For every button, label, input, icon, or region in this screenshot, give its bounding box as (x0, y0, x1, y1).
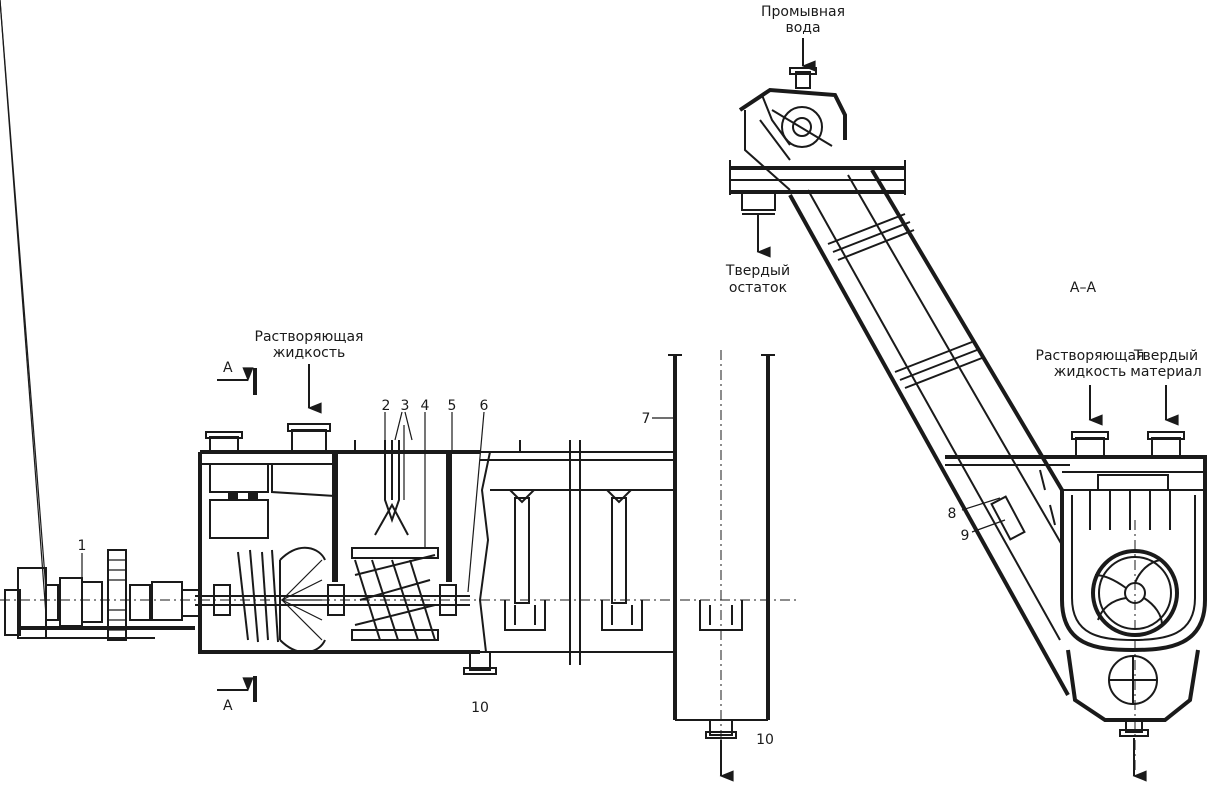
wash-water-label-line2: вода (785, 20, 820, 36)
callout-4: 4 (421, 398, 430, 414)
conveyor-head (729, 67, 906, 215)
solvent-label-line1: Растворяющая (255, 329, 364, 345)
callout-5: 5 (448, 398, 457, 414)
callout-1: 1 (78, 538, 87, 554)
section-cut-marks: А А (217, 360, 257, 714)
vertical-column (668, 350, 775, 760)
leader-lines (81, 411, 1006, 593)
drive-unit (0, 0, 201, 641)
screw-section-2 (351, 547, 439, 641)
horizontal-vessel (198, 423, 521, 675)
callout-2: 2 (382, 398, 391, 414)
callout-8: 8 (948, 506, 957, 522)
section-mark-bottom: А (223, 698, 233, 714)
callout-10-vessel: 10 (471, 700, 489, 716)
solid-residue-label-line1: Твердый (725, 263, 790, 279)
solid-residue-label-line2: остаток (729, 280, 787, 296)
solid-material-label-line1: Твердый (1133, 348, 1198, 364)
section-mark-top: А (223, 360, 233, 376)
section-aa-title: А–А (1070, 280, 1097, 296)
callout-3: 3 (401, 398, 410, 414)
screw-section-1 (237, 547, 326, 653)
solvent-label-line2: жидкость (273, 345, 346, 361)
flow-arrows (307, 38, 1179, 782)
callout-9: 9 (961, 528, 970, 544)
callout-10-column: 10 (756, 732, 774, 748)
inclined-conveyor (788, 168, 1070, 696)
callout-6: 6 (480, 398, 489, 414)
text-labels: Промывная вода Твердый остаток А–А Раств… (255, 4, 1202, 380)
callout-numbers: 1 2 3 4 5 6 7 8 9 10 10 (78, 398, 970, 748)
wash-water-label-line1: Промывная (761, 4, 845, 20)
section-aa-vessel (945, 431, 1207, 770)
trough (480, 440, 675, 665)
solvent-aa-label-line1: Растворяющая (1036, 348, 1145, 364)
solid-material-label-line2: материал (1130, 364, 1201, 380)
solvent-aa-label-line2: жидкость (1054, 364, 1127, 380)
callout-7: 7 (642, 411, 651, 427)
